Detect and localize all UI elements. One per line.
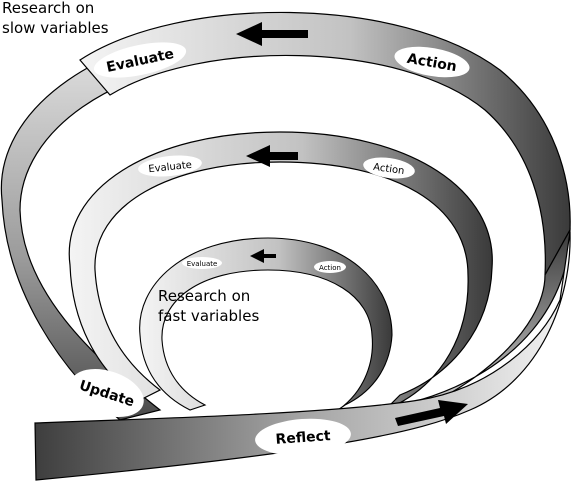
reflect-arrow-icon: [395, 400, 468, 426]
middle-action-label: Action: [373, 162, 406, 177]
fast-caption-line-2: fast variables: [158, 307, 260, 325]
base-ribbon: [34, 231, 571, 481]
inner-evaluate-oval: Evaluate: [182, 257, 222, 269]
inner-evaluate-label: Evaluate: [187, 260, 218, 268]
inner-ribbon: [139, 237, 393, 413]
slow-caption-line-2: slow variables: [2, 19, 109, 37]
fast-variables-caption: Research on fast variables: [158, 286, 259, 326]
outer-action-oval: Action: [394, 46, 470, 78]
middle-arrow-icon: [246, 145, 298, 167]
inner-action-label: Action: [319, 264, 341, 272]
inner-loop: Evaluate Action: [139, 237, 393, 413]
reflect-label: Reflect: [275, 428, 331, 448]
middle-ribbon: [68, 131, 493, 411]
middle-evaluate-label: Evaluate: [148, 160, 193, 176]
slow-caption-line-1: Research on: [2, 0, 95, 17]
outer-arrow-icon: [236, 22, 308, 46]
inner-arrow-icon: [250, 249, 276, 263]
middle-evaluate-oval: Evaluate: [138, 155, 202, 177]
reflect-oval: Reflect: [255, 418, 351, 456]
fast-caption-line-1: Research on: [158, 287, 251, 305]
slow-variables-caption: Research on slow variables: [2, 0, 109, 38]
base-ribbon-group: Update Reflect: [34, 231, 571, 481]
middle-action-oval: Action: [363, 157, 415, 179]
inner-action-oval: Action: [314, 261, 346, 273]
update-oval: Update: [70, 369, 144, 417]
middle-loop: Evaluate Action: [68, 131, 493, 411]
outer-loop: Evaluate Action: [0, 11, 571, 421]
